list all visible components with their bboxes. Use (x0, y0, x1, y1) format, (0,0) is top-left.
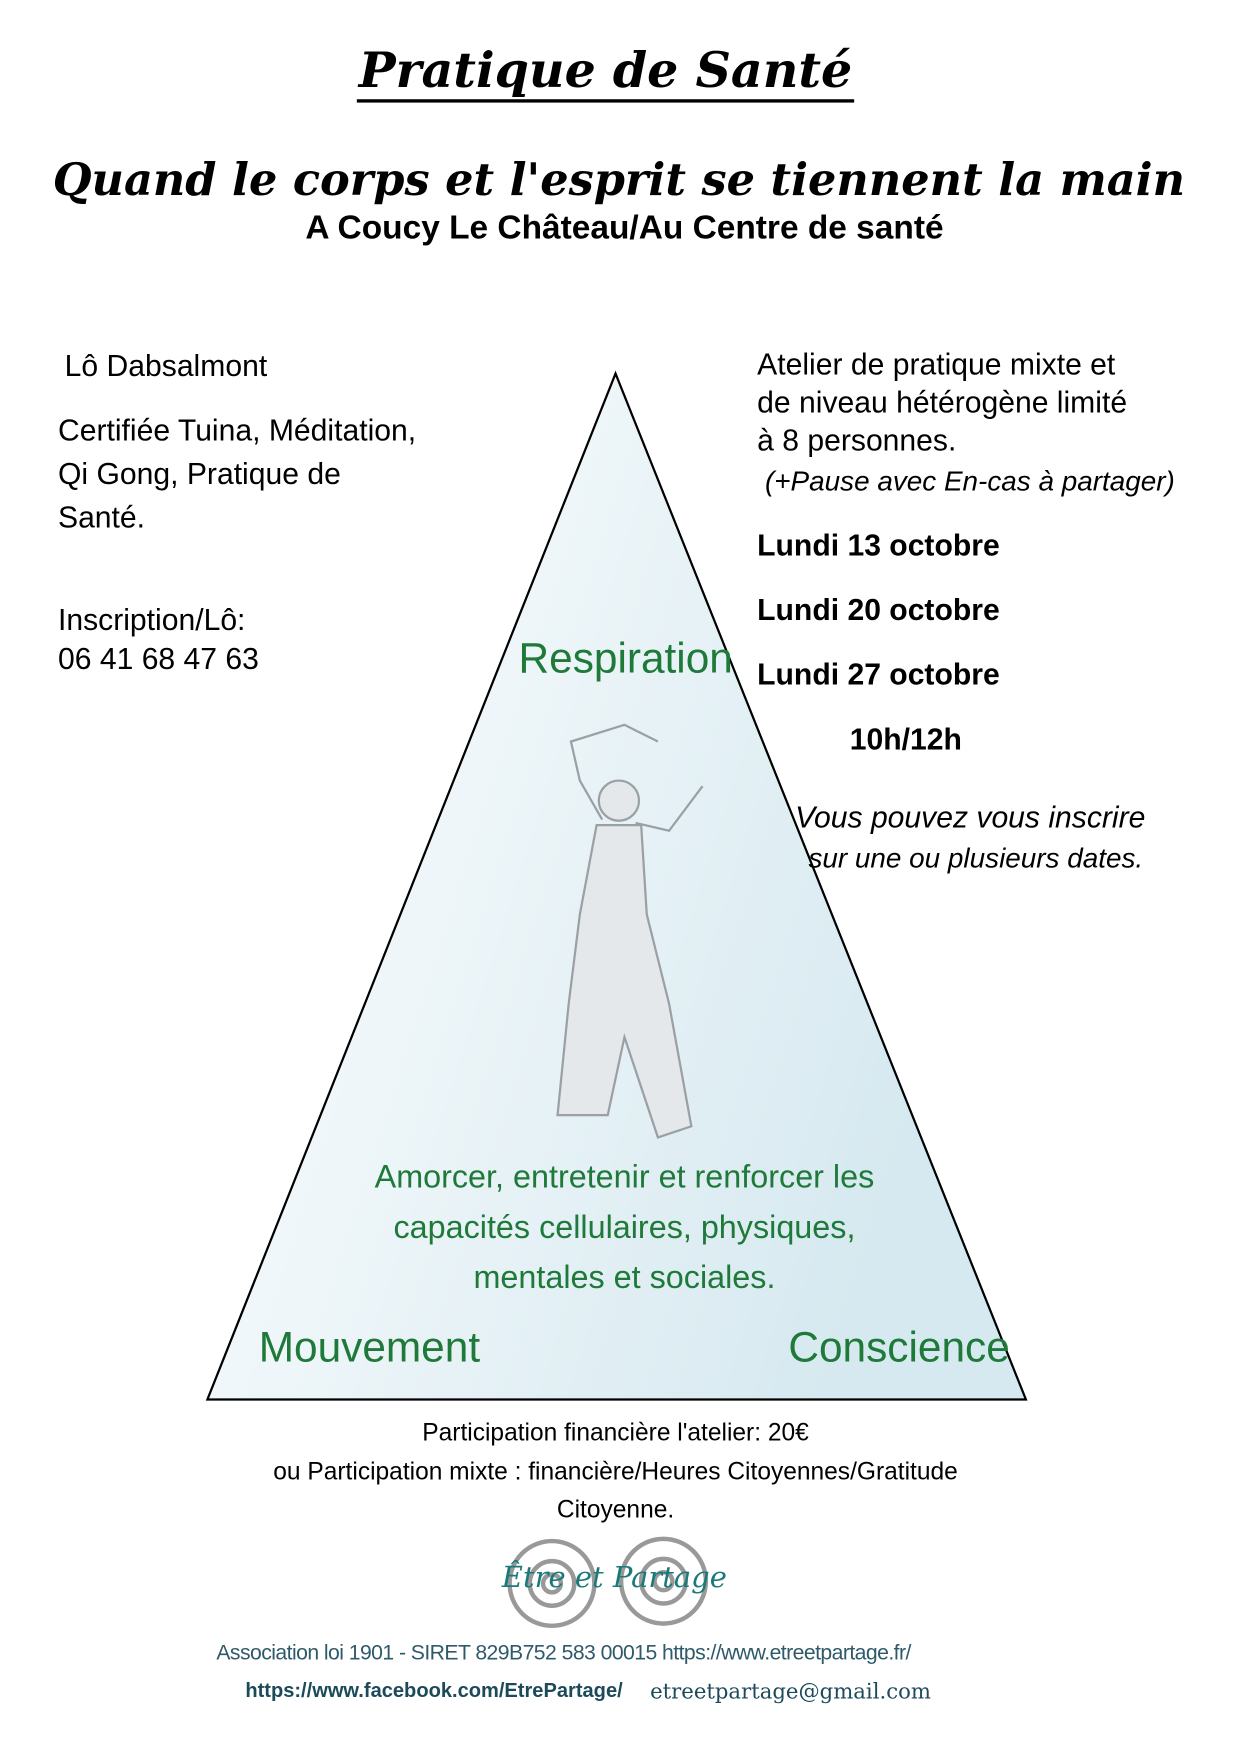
inscription-label: Inscription/Lô: (57, 603, 246, 637)
price-line: ou Participation mixte : financière/Heur… (273, 1457, 958, 1486)
center-text-line: mentales et sociales. (473, 1260, 776, 1296)
pause-note: (+Pause avec En-cas à partager) (764, 466, 1175, 498)
label-respiration: Respiration (518, 635, 733, 683)
registration-note: sur une ou plusieurs dates. (808, 843, 1144, 875)
dancer-figure-image (556, 723, 704, 1139)
phone-number: 06 41 68 47 63 (57, 642, 259, 676)
facebook-link[interactable]: https://www.facebook.com/EtrePartage/ (245, 1679, 623, 1702)
center-text-line: Amorcer, entretenir et renforcer les (374, 1159, 875, 1196)
page-title: Pratique de Santé (0, 42, 1211, 103)
date-item: Lundi 13 octobre (757, 528, 1000, 563)
certification-line: Santé. (57, 500, 146, 535)
logo-spirals-icon (507, 1536, 709, 1629)
date-item: Lundi 20 octobre (757, 593, 1000, 627)
association-info: Association loi 1901 - SIRET 829B752 583… (216, 1641, 911, 1665)
description-line: Atelier de pratique mixte et (757, 347, 1116, 382)
label-mouvement: Mouvement (258, 1324, 481, 1372)
registration-note: Vous pouvez vous inscrire (795, 800, 1146, 835)
subtitle: Quand le corps et l'esprit se tiennent l… (52, 153, 1186, 207)
logo-text: Être et Partage (501, 1561, 727, 1595)
certification-line: Qi Gong, Pratique de (57, 457, 341, 491)
center-text-line: capacités cellulaires, physiques, (393, 1209, 856, 1246)
location: A Coucy Le Château/Au Centre de santé (305, 209, 944, 247)
date-item: Lundi 27 octobre (757, 657, 1000, 692)
hours: 10h/12h (849, 722, 962, 757)
email-link[interactable]: etreetpartage@gmail.com (650, 1679, 931, 1704)
label-conscience: Conscience (788, 1324, 1010, 1372)
certification-line: Certifiée Tuina, Méditation, (57, 413, 417, 448)
price-line: Participation financière l'atelier: 20€ (422, 1418, 809, 1447)
description-line: de niveau hétérogène limité (757, 385, 1128, 420)
description-line: à 8 personnes. (757, 423, 957, 458)
price-line: Citoyenne. (556, 1495, 675, 1524)
instructor-name: Lô Dabsalmont (64, 349, 268, 383)
